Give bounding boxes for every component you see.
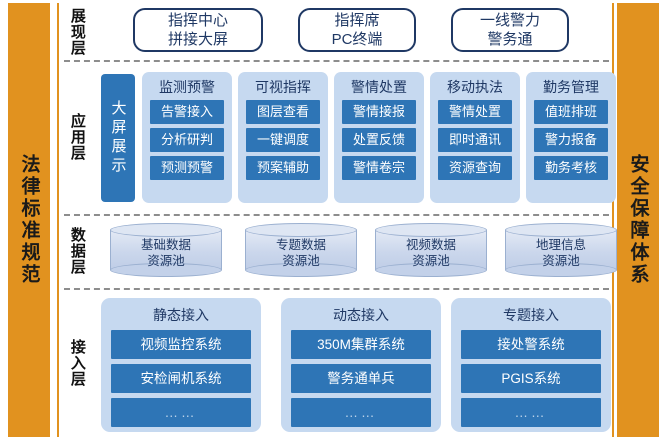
- app-group-title: 移动执法: [447, 79, 503, 95]
- app-group-title: 警情处置: [351, 79, 407, 95]
- app-group-title: 监测预警: [159, 79, 215, 95]
- access-group-static: 静态接入 视频监控系统 安检闸机系统 ……: [101, 298, 261, 432]
- app-item[interactable]: 警情接报: [342, 100, 416, 124]
- terminal-frontline-police-mobile[interactable]: 一线警力 警务通: [451, 8, 569, 52]
- app-group-items: 图层查看 一键调度 预案辅助: [238, 97, 328, 186]
- data-pool-label: 视频数据 资源池: [405, 238, 456, 268]
- access-item-more[interactable]: ……: [461, 398, 601, 427]
- app-group-items: 值班排班 警力报备 勤务考核: [526, 97, 616, 186]
- access-item-more[interactable]: ……: [111, 398, 251, 427]
- access-group-title: 动态接入: [333, 307, 389, 323]
- app-item[interactable]: 预案辅助: [246, 156, 320, 180]
- app-item[interactable]: 处置反馈: [342, 128, 416, 152]
- app-item[interactable]: 警力报备: [534, 128, 608, 152]
- data-pool-basic[interactable]: 基础数据 资源池: [110, 223, 222, 277]
- access-group-dynamic: 动态接入 350M集群系统 警务通单兵 ……: [281, 298, 441, 432]
- app-group-monitoring-warning: 监测预警 告警接入 分析研判 预测预警: [142, 72, 232, 203]
- app-item[interactable]: 一键调度: [246, 128, 320, 152]
- cylinder-top: [245, 223, 357, 237]
- access-item-more[interactable]: ……: [291, 398, 431, 427]
- access-item[interactable]: 警务通单兵: [291, 364, 431, 393]
- app-item[interactable]: 图层查看: [246, 100, 320, 124]
- data-pool-video[interactable]: 视频数据 资源池: [375, 223, 487, 277]
- access-group-items: 350M集群系统 警务通单兵 ……: [281, 326, 441, 440]
- left-pillar-legal-standards: 法律标准规范: [8, 3, 50, 437]
- app-item[interactable]: 值班排班: [534, 100, 608, 124]
- divider-application-data: [64, 214, 609, 216]
- cylinder-top: [110, 223, 222, 237]
- left-pillar-label: 法律标准规范: [18, 154, 40, 286]
- cylinder-bottom: [375, 263, 487, 277]
- app-group-items: 警情接报 处置反馈 警情卷宗: [334, 97, 424, 186]
- layer-label-data: 数据层: [68, 227, 86, 275]
- data-pool-thematic[interactable]: 专题数据 资源池: [245, 223, 357, 277]
- right-rail-divider: [612, 3, 614, 437]
- divider-presentation-application: [64, 60, 609, 62]
- access-item[interactable]: PGIS系统: [461, 364, 601, 393]
- app-item[interactable]: 警情卷宗: [342, 156, 416, 180]
- app-big-screen-display[interactable]: 大屏展示: [101, 74, 135, 202]
- app-group-items: 警情处置 即时通讯 资源查询: [430, 97, 520, 186]
- data-pool-label: 基础数据 资源池: [140, 238, 191, 268]
- access-group-title: 静态接入: [153, 307, 209, 323]
- left-rail-divider: [57, 3, 59, 437]
- app-group-visual-command: 可视指挥 图层查看 一键调度 预案辅助: [238, 72, 328, 203]
- terminal-command-center-videowall[interactable]: 指挥中心 拼接大屏: [133, 8, 263, 52]
- app-item[interactable]: 分析研判: [150, 128, 224, 152]
- app-item[interactable]: 勤务考核: [534, 156, 608, 180]
- app-group-duty-management: 勤务管理 值班排班 警力报备 勤务考核: [526, 72, 616, 203]
- access-item[interactable]: 350M集群系统: [291, 330, 431, 359]
- data-pool-label: 专题数据 资源池: [275, 238, 326, 268]
- data-pool-gis[interactable]: 地理信息 资源池: [505, 223, 617, 277]
- cylinder-top: [505, 223, 617, 237]
- layer-label-presentation: 展现层: [68, 7, 86, 56]
- cylinder-bottom: [245, 263, 357, 277]
- access-item[interactable]: 视频监控系统: [111, 330, 251, 359]
- cylinder-bottom: [110, 263, 222, 277]
- right-pillar-security-system: 安全保障体系: [617, 3, 659, 437]
- app-item[interactable]: 即时通讯: [438, 128, 512, 152]
- app-item[interactable]: 资源查询: [438, 156, 512, 180]
- app-item[interactable]: 警情处置: [438, 100, 512, 124]
- cylinder-bottom: [505, 263, 617, 277]
- app-item[interactable]: 告警接入: [150, 100, 224, 124]
- access-group-items: 接处警系统 PGIS系统 ……: [451, 326, 611, 440]
- layer-label-application: 应用层: [68, 113, 86, 161]
- app-group-title: 勤务管理: [543, 79, 599, 95]
- app-item[interactable]: 预测预警: [150, 156, 224, 180]
- access-group-items: 视频监控系统 安检闸机系统 ……: [101, 326, 261, 440]
- layer-label-access: 接入层: [68, 339, 86, 387]
- access-item[interactable]: 安检闸机系统: [111, 364, 251, 393]
- app-group-title: 可视指挥: [255, 79, 311, 95]
- cylinder-top: [375, 223, 487, 237]
- data-pool-label: 地理信息 资源池: [535, 238, 586, 268]
- app-group-incident-handling: 警情处置 警情接报 处置反馈 警情卷宗: [334, 72, 424, 203]
- access-item[interactable]: 接处警系统: [461, 330, 601, 359]
- app-group-mobile-enforcement: 移动执法 警情处置 即时通讯 资源查询: [430, 72, 520, 203]
- access-group-thematic: 专题接入 接处警系统 PGIS系统 ……: [451, 298, 611, 432]
- terminal-command-desk-pc[interactable]: 指挥席 PC终端: [298, 8, 416, 52]
- app-group-items: 告警接入 分析研判 预测预警: [142, 97, 232, 186]
- right-pillar-label: 安全保障体系: [627, 154, 649, 286]
- divider-data-access: [64, 288, 609, 290]
- access-group-title: 专题接入: [503, 307, 559, 323]
